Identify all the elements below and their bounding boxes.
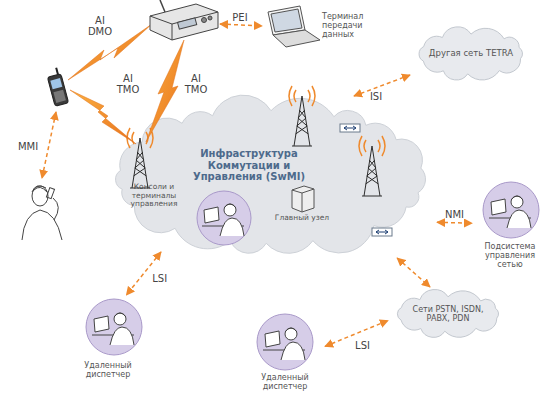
node-caption: Удаленный диспетчер (68, 361, 148, 379)
lightning-bolt (68, 24, 152, 80)
mobile-phone (53, 90, 66, 103)
vehicle-radio (150, 4, 218, 40)
connector-layer (126, 75, 472, 346)
lightning-bolt (146, 40, 184, 142)
radio-tower (127, 86, 385, 196)
circle-outline (257, 314, 313, 370)
lightning-bolt (70, 90, 136, 144)
node-caption: Консоли и терминалы управления (122, 183, 186, 209)
interface-label: ISI (370, 90, 382, 101)
interface-connector (397, 258, 430, 287)
circle-outline (86, 299, 142, 355)
operator-sketch (202, 204, 244, 236)
node-caption: Подсистема управления сетью (472, 242, 548, 270)
main-node-cabinet (292, 186, 314, 212)
node-caption: Инфраструктура Коммутации и Управления (… (191, 148, 307, 183)
interface-connector (325, 320, 388, 346)
interface-label: LSI (152, 272, 167, 283)
node-caption: Главный узел (272, 214, 332, 223)
main-node-cabinet (292, 186, 314, 212)
vehicle-radio (178, 18, 197, 29)
main-node-cabinet (292, 189, 314, 212)
gateway-device (340, 124, 392, 236)
person-sketch (53, 198, 58, 220)
person-sketch (32, 186, 47, 192)
node-caption: Терминал передачи данных (322, 12, 388, 40)
lightning-bolt (68, 24, 184, 144)
interface-label: AI TMO (182, 73, 210, 95)
node-caption: Сети PSTN, ISDN, PABX, PDN (402, 305, 494, 323)
radio-tower (127, 128, 153, 188)
operator-sketch (489, 196, 531, 228)
operator-sketch (92, 196, 531, 360)
network-cloud: Сети PSTN, ISDN, PABX, PDN (388, 287, 508, 341)
radio-tower (359, 136, 385, 196)
terminal-node: Терминал передачи данных (264, 4, 390, 50)
vehicle-radio (202, 18, 207, 23)
dashed-arrow (42, 24, 262, 178)
laptop (271, 9, 302, 32)
operator-sketch (263, 328, 305, 360)
laptop (273, 30, 320, 47)
remote-dispatcher: Удаленный диспетчер (245, 312, 325, 398)
mobile-phone (47, 74, 68, 107)
person-sketch (22, 210, 62, 240)
cloud-outline (397, 290, 498, 338)
interface-label: PEI (225, 12, 255, 23)
vehicle-radio (150, 0, 218, 40)
mobile-phone (46, 67, 69, 106)
main-node: Главный узел (272, 183, 332, 227)
person-sketch (22, 186, 62, 240)
mobile-phone (56, 68, 58, 75)
laptop (268, 6, 305, 35)
interface-label: LSI (355, 340, 370, 351)
network-management: Подсистема управления сетью (472, 180, 548, 276)
circle-outline (197, 191, 251, 245)
node-caption: Другая сеть TETRA (424, 49, 518, 59)
remote-dispatcher: Удаленный диспетчер (62, 295, 154, 393)
swmi-cloud: Инфраструктура Коммутации и Управления (… (105, 96, 437, 258)
interface-label: NMI (445, 208, 464, 219)
cloud-outline (419, 27, 522, 80)
interface-connector (126, 252, 161, 295)
person-sketch (32, 186, 48, 206)
cloud-outline (116, 95, 426, 253)
laptop (268, 6, 320, 47)
interface-connector (354, 75, 410, 96)
person-sketch (46, 188, 54, 199)
circle-outline (483, 182, 539, 238)
vehicle-radio (160, 0, 165, 12)
console-group: Консоли и терминалы управления (122, 180, 252, 252)
interface-label: AI TMO (114, 73, 142, 95)
interface-label: AI DMO (85, 15, 115, 37)
operator-sketch (92, 313, 134, 345)
interface-label: MMI (13, 141, 43, 152)
vehicle-radio (150, 12, 218, 40)
gateway-device (372, 228, 392, 236)
dashed-arrow (42, 112, 56, 178)
network-cloud: Другая сеть TETRA (410, 24, 532, 84)
dashed-arrow (220, 24, 262, 26)
radio-tower (289, 86, 315, 146)
mobile-phone (50, 78, 62, 89)
vehicle-radio (208, 16, 212, 20)
interface-connector (437, 222, 472, 224)
node-caption: Удаленный диспетчер (245, 373, 325, 391)
gateway-device (340, 124, 360, 132)
